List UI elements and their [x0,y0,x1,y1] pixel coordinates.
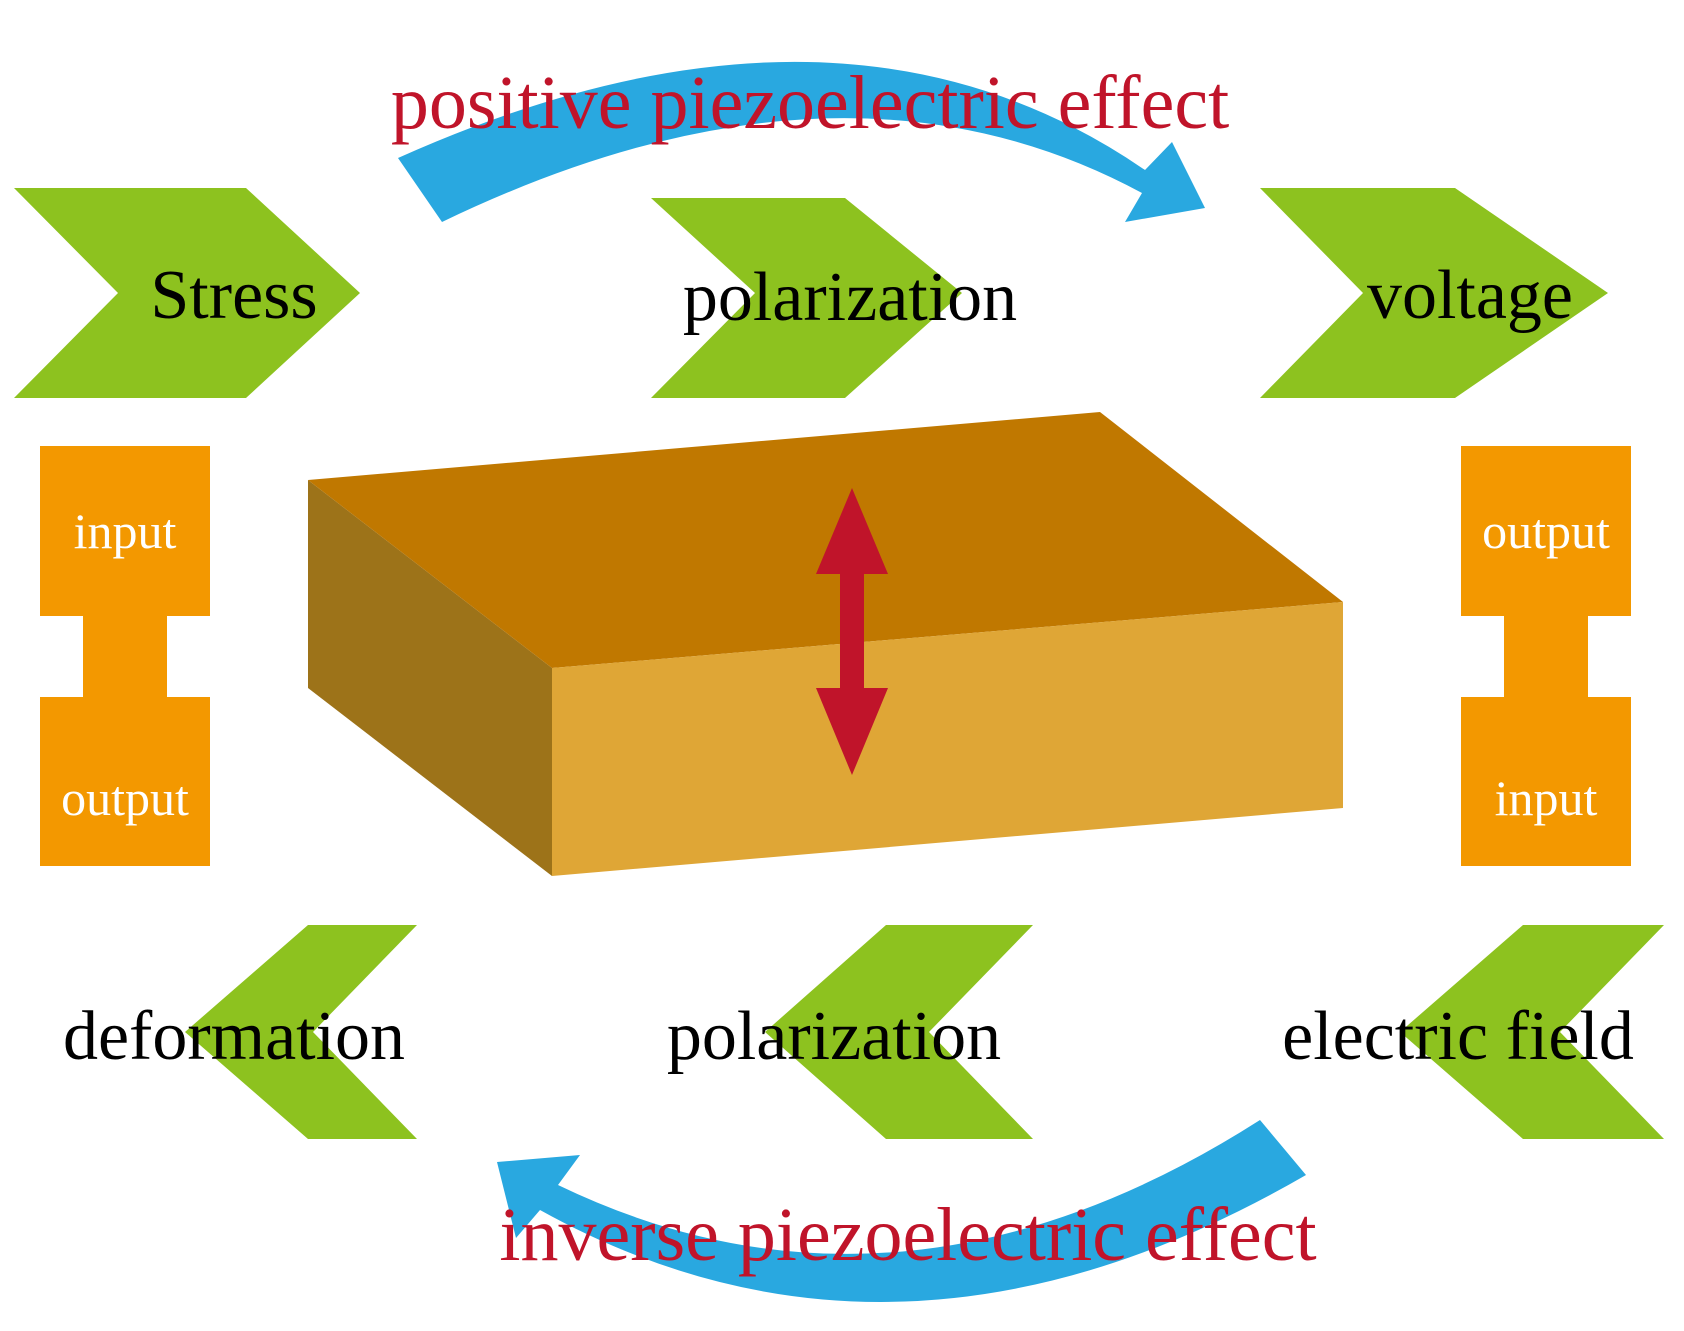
right-output-label: output [1482,503,1610,559]
piezoelectric-block-icon [308,412,1343,876]
chevron-deformation-icon [185,925,417,1139]
chevron-stress-icon [14,188,360,398]
left-io-connector [40,446,210,866]
right-io-connector [1461,446,1631,866]
chevron-voltage-icon [1260,188,1608,398]
left-input-label: input [74,503,177,559]
positive-effect-curve-arrow-icon [398,61,1205,222]
right-input-label: input [1495,770,1598,826]
stress-label: Stress [150,257,317,334]
block-side-face [308,480,552,876]
electric-field-label: electric field [1282,998,1634,1075]
chevron-electric-field-icon [1400,925,1664,1139]
polarization-top-label: polarization [683,259,1017,336]
block-front-face [552,602,1343,876]
positive-effect-label: positive piezoelectric effect [391,61,1229,145]
voltage-label: voltage [1367,257,1573,334]
left-output-label: output [61,770,189,826]
inverse-effect-label: inverse piezoelectric effect [499,1193,1316,1277]
deformation-label: deformation [63,998,405,1075]
top-row-chevrons [14,188,1608,398]
chevron-polarization-bottom-icon [765,925,1033,1139]
double-headed-arrow-icon [816,488,888,775]
chevron-polarization-top-icon [651,198,962,398]
bottom-row-chevrons [185,925,1664,1139]
block-top-face [308,412,1343,668]
inverse-effect-curve-arrow-icon [497,1120,1306,1302]
polarization-bottom-label: polarization [667,998,1001,1075]
